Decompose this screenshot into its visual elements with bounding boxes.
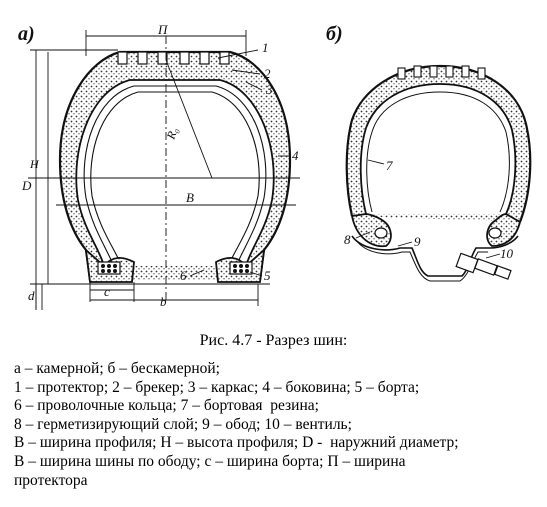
- dim-label-d-small: d: [28, 288, 35, 303]
- callout-5: 5: [264, 268, 271, 283]
- panel-b-leaders: [355, 159, 501, 259]
- legend-line: В – ширина профиля; Н – высота профиля; …: [14, 434, 459, 452]
- legend-line: 1 – протектор; 2 – брекер; 3 – каркас; 4…: [14, 378, 420, 396]
- callout-8: 8: [344, 232, 351, 247]
- figure-caption: Рис. 4.7 - Разрез шин:: [199, 332, 348, 349]
- callout-4: 4: [292, 148, 299, 163]
- panel-b-label: б): [326, 23, 343, 45]
- legend: а – камерной; б – бескамерной; 1 – проте…: [14, 360, 539, 490]
- legend-line: 6 – проволочные кольца; 7 – бортовая рез…: [14, 397, 319, 415]
- dim-label-b-upper: В: [186, 190, 194, 205]
- panel-a-tire: [58, 50, 292, 283]
- callout-3: 3: [265, 82, 273, 97]
- dim-label-p: П: [157, 22, 169, 37]
- callout-6: 6: [180, 268, 187, 283]
- dim-label-b-lower: b: [160, 294, 167, 309]
- panel-a-label: а): [18, 23, 35, 45]
- legend-line: а – камерной; б – бескамерной;: [14, 360, 220, 377]
- dim-label-d-big: D: [21, 178, 32, 193]
- callout-7: 7: [386, 158, 393, 173]
- panel-a-dimensions: [28, 30, 300, 310]
- callout-9: 9: [414, 234, 421, 249]
- callout-1: 1: [262, 40, 269, 55]
- dim-label-h: Н: [29, 157, 40, 171]
- legend-line: В – ширина шины по ободу; с – ширина бор…: [14, 452, 406, 470]
- panel-b-tire: [345, 64, 532, 282]
- panel-a-leaders: [189, 49, 290, 277]
- legend-line: 8 – герметизирующий слой; 9 – обод; 10 –…: [14, 415, 352, 433]
- legend-line: протектора: [14, 471, 88, 489]
- callout-2: 2: [264, 66, 271, 81]
- dim-label-ro: R₀: [163, 125, 180, 142]
- dim-label-c: c: [104, 284, 110, 299]
- tire-section-diagram: а) П R₀ Н D В c b d 1 2 3 4 6 5: [18, 22, 532, 310]
- callout-10: 10: [500, 246, 514, 261]
